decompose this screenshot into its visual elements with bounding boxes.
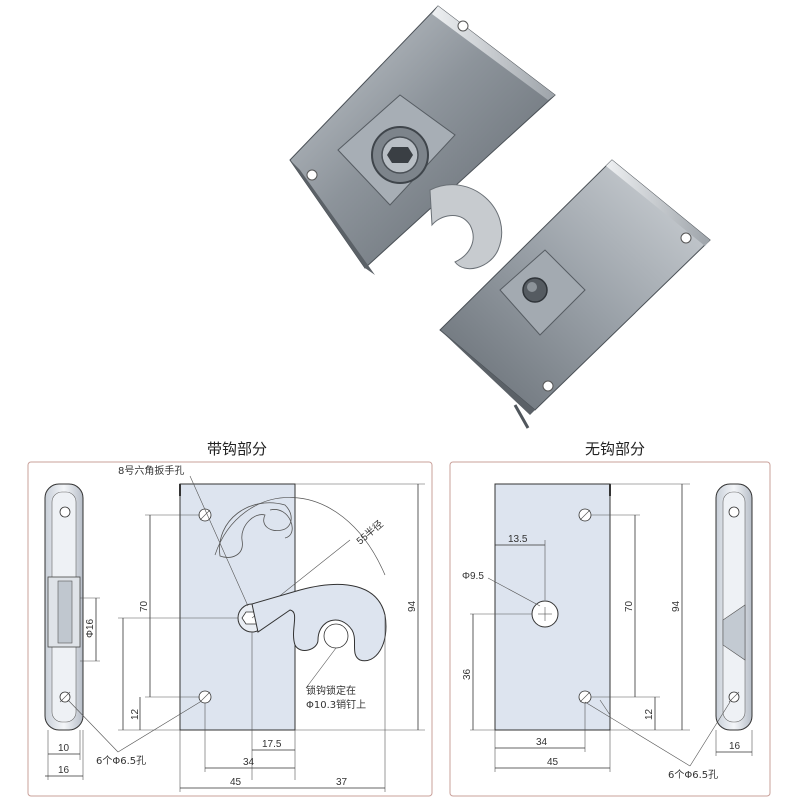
dim-37: 37: [336, 777, 348, 788]
dim-right-94: 94: [671, 600, 682, 612]
dim-36: 36: [462, 668, 473, 680]
locking-pin: [323, 623, 349, 649]
product-photo: [289, 5, 711, 429]
dim-right-12: 12: [644, 708, 655, 720]
dim-right-16: 16: [729, 741, 741, 752]
dim-10: 10: [58, 743, 70, 754]
receiver-plate-photo: [439, 159, 711, 429]
dim-13-5: 13.5: [508, 534, 528, 545]
dim-12: 12: [130, 708, 141, 720]
dim-phi16: Φ16: [85, 618, 96, 638]
right-side-view: [715, 483, 753, 731]
note-hex-wrench-hole: 8号六角扳手孔: [118, 464, 184, 477]
right-drawing-panel: 13.5 Φ9.5 36 70 94 12 34 45: [449, 461, 771, 797]
note-lock-hook-1: 锁钩锁定在: [306, 684, 356, 697]
dim-phi9-5: Φ9.5: [462, 571, 484, 582]
hook-plate-photo: [289, 5, 556, 275]
left-drawing-panel: Φ16 10 16 55半径 70: [27, 461, 433, 797]
left-side-view: [44, 483, 84, 731]
right-panel-title: 无钩部分: [585, 440, 645, 458]
dim-45: 45: [230, 777, 242, 788]
dim-34: 34: [243, 757, 255, 768]
note-right-holes: 6个Φ6.5孔: [668, 769, 718, 781]
dim-94: 94: [407, 600, 418, 612]
hook-extended: [251, 584, 387, 662]
hook-rotated-profile: [219, 502, 292, 558]
dim-right-45: 45: [547, 757, 559, 768]
dim-17-5: 17.5: [262, 739, 282, 750]
note-lock-hook-2: Φ10.3销钉上: [306, 698, 366, 711]
note-left-holes: 6个Φ6.5孔: [96, 755, 146, 767]
left-panel-title: 带钩部分: [207, 440, 267, 458]
dim-16: 16: [58, 765, 70, 776]
dim-right-34: 34: [536, 737, 548, 748]
dim-70: 70: [139, 600, 150, 612]
dim-right-70: 70: [624, 600, 635, 612]
